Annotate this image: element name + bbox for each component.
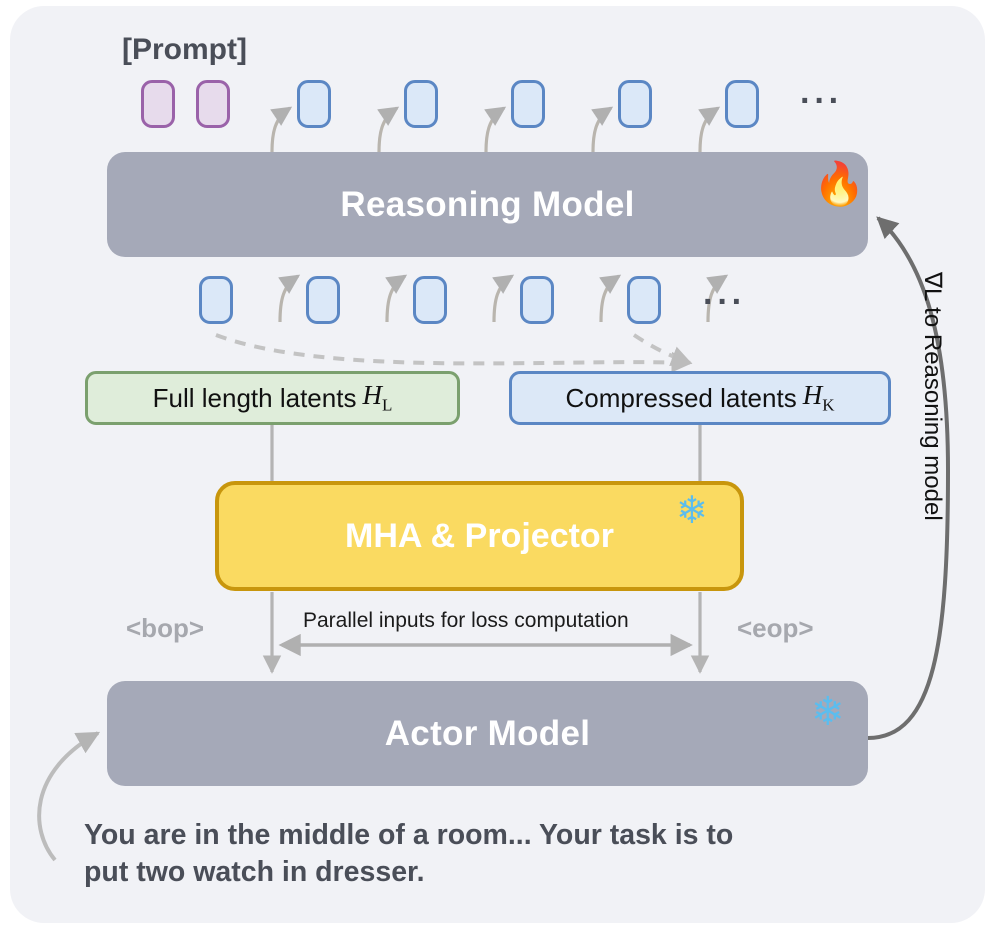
top-token-chip-4: [618, 80, 652, 128]
prompt-chip-2: [196, 80, 230, 128]
full-length-latents-label: Full length latents: [152, 382, 357, 413]
bottom-token-chip-3: [413, 276, 447, 324]
actor-model-title: Actor Model: [384, 713, 591, 753]
compressed-latents-label: Compressed latents: [565, 382, 797, 413]
task-text-line-2: put two watch in dresser.: [84, 856, 425, 889]
reasoning-model-box[interactable]: Reasoning Model: [107, 152, 868, 257]
prompt-label: [Prompt]: [122, 33, 247, 66]
gradient-arrow-label: ∇L to Reasoning model: [919, 272, 946, 521]
top-token-chip-2: [404, 80, 438, 128]
top-token-chip-5: [725, 80, 759, 128]
eop-tag: <eop>: [737, 613, 814, 643]
bottom-token-chip-1: [199, 276, 233, 324]
reasoning-model-title: Reasoning Model: [340, 184, 635, 224]
top-token-chip-1: [297, 80, 331, 128]
prompt-chip-1: [141, 80, 175, 128]
parallel-inputs-note: Parallel inputs for loss computation: [303, 609, 629, 632]
compressed-latents-symbol: HK: [802, 380, 835, 415]
mha-projector-title: MHA & Projector: [345, 516, 614, 555]
task-text: You are in the middle of a room... Your …: [84, 817, 904, 891]
full-length-latents-box[interactable]: Full length latents HL: [85, 371, 460, 425]
full-length-latents-symbol: HL: [362, 380, 393, 415]
task-text-line-1: You are in the middle of a room... Your …: [84, 819, 734, 851]
bottom-token-chip-4: [520, 276, 554, 324]
bottom-token-ellipsis: ···: [703, 283, 746, 321]
compressed-latents-box[interactable]: Compressed latents HK: [509, 371, 891, 425]
mha-projector-box[interactable]: MHA & Projector: [215, 481, 744, 591]
top-token-chip-3: [511, 80, 545, 128]
bottom-token-chip-2: [306, 276, 340, 324]
actor-model-box[interactable]: Actor Model: [107, 681, 868, 786]
bop-tag: <bop>: [126, 613, 205, 643]
top-token-ellipsis: ···: [800, 82, 843, 120]
bottom-token-chip-5: [627, 276, 661, 324]
